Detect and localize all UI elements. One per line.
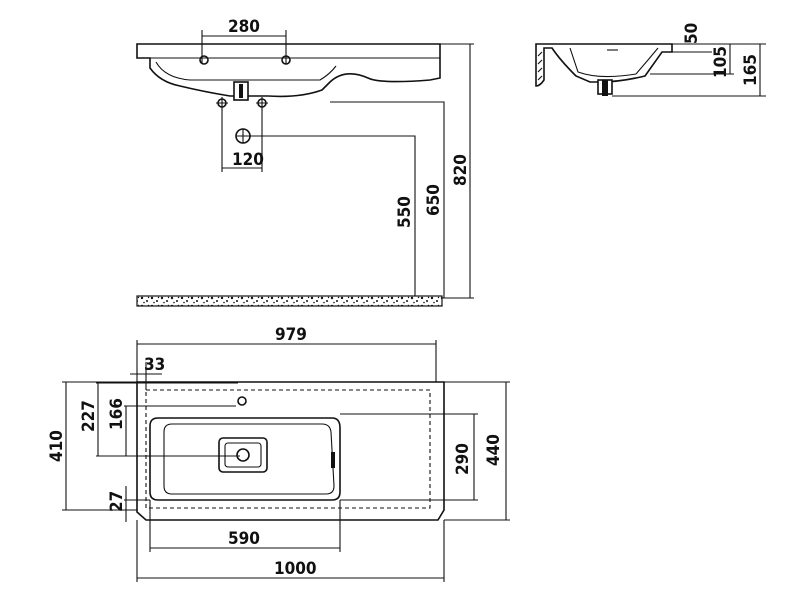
dim-text-227: 227 xyxy=(79,400,99,432)
dim-lines-165 xyxy=(612,43,766,97)
dim-text-165: 165 xyxy=(741,54,761,86)
dim-text-280: 280 xyxy=(228,17,260,37)
dim-lines-1000 xyxy=(136,520,445,582)
dim-lines-105 xyxy=(650,44,734,75)
side-view: 280 120 550 650 820 xyxy=(136,17,474,307)
fixing-cross-left xyxy=(216,97,228,109)
dim-text-290: 290 xyxy=(453,443,473,475)
dim-text-105: 105 xyxy=(711,46,731,78)
dim-text-590: 590 xyxy=(228,529,260,549)
dim-text-1000: 1000 xyxy=(274,559,317,579)
dim-line-280 xyxy=(201,30,287,64)
plan-bowl-outer xyxy=(149,417,341,501)
dim-lines-590 xyxy=(149,500,341,552)
dim-lines-440 xyxy=(444,381,510,521)
basin-side-inner xyxy=(155,61,337,81)
dim-lines-27 xyxy=(124,486,150,522)
floor-hatch xyxy=(136,295,443,307)
dim-text-550: 550 xyxy=(395,196,415,228)
dim-lines-120 xyxy=(221,108,263,172)
dim-text-120: 120 xyxy=(232,150,264,170)
plan-dashed-boundary xyxy=(145,389,431,509)
dim-lines-290 xyxy=(340,413,478,501)
dim-lines-820 xyxy=(440,43,474,299)
section-view: 50 105 165 xyxy=(535,23,766,97)
dim-lines-979 xyxy=(136,340,437,382)
dim-text-50: 50 xyxy=(682,23,702,44)
section-waste-inner xyxy=(602,80,608,96)
section-bowl xyxy=(569,47,659,78)
dim-text-410: 410 xyxy=(47,430,67,462)
dim-lines-650 xyxy=(330,101,445,298)
plan-drain-hole xyxy=(236,448,250,462)
plan-drain-inner xyxy=(224,442,262,468)
plan-bowl-inner xyxy=(163,423,335,495)
dim-text-650: 650 xyxy=(424,184,444,216)
dim-text-440: 440 xyxy=(484,434,504,466)
fixing-cross-right xyxy=(256,97,268,109)
plan-drain-outer xyxy=(218,437,268,473)
dim-lines-550 xyxy=(250,135,416,298)
section-hatch xyxy=(537,51,543,81)
dim-text-33: 33 xyxy=(144,355,165,375)
dim-lines-33 xyxy=(130,362,162,390)
basin-side-body xyxy=(136,43,441,98)
plan-tap-hole xyxy=(237,396,247,406)
waste-pipe-inner xyxy=(239,84,243,98)
tap-hole-left xyxy=(199,55,209,65)
plan-view: 979 33 227 166 410 27 290 440 590 1000 xyxy=(47,325,510,582)
dim-lines-166 xyxy=(96,405,240,457)
dim-text-27: 27 xyxy=(107,491,127,512)
dim-text-166: 166 xyxy=(107,398,127,430)
waste-hole-cross xyxy=(236,129,250,143)
dim-lines-410 xyxy=(62,381,137,511)
dim-text-820: 820 xyxy=(451,154,471,186)
dim-lines-227 xyxy=(96,382,238,456)
dim-text-979: 979 xyxy=(275,325,307,345)
plan-overflow xyxy=(331,452,335,468)
section-body xyxy=(535,43,673,87)
